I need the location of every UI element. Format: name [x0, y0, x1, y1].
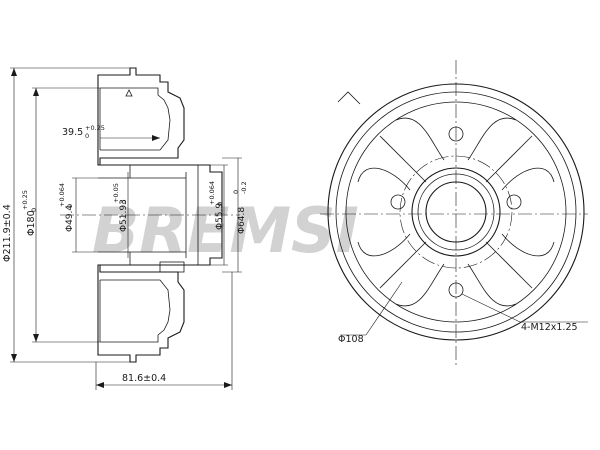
side-section-view: Φ211.9±0.4 Φ180 +0.25 0 39.5 +0.25 0 Φ49… [2, 67, 248, 390]
diag-line-1 [379, 135, 427, 183]
leader-bolt-circle [365, 281, 403, 336]
label-drum-diameter-tol-lower: 0 [30, 208, 38, 212]
front-view: Φ108 4-M12x1.25 [320, 60, 588, 365]
bolt-hole-top [448, 126, 464, 142]
label-bore-small-tol-upper: +0.064 [58, 183, 66, 207]
label-depth-tol-upper: +0.25 [85, 124, 105, 132]
bolt-hole-bottom [448, 282, 464, 298]
label-drum-diameter-tol-upper: +0.25 [21, 190, 29, 210]
bolt-hole-left [390, 194, 406, 210]
arrow-icon [11, 354, 17, 362]
section-mark-icon [337, 91, 361, 105]
label-bore-small: Φ49.4 [65, 205, 75, 232]
drum-inner-circle [345, 101, 567, 323]
drum-outer-circle [327, 83, 585, 341]
diag-line-4 [485, 241, 533, 289]
hub-bore-circle [425, 181, 487, 243]
arrow-icon [96, 382, 104, 388]
label-hub-diameter: Φ64.8 [237, 207, 247, 234]
wheel-stud [159, 261, 185, 273]
surface-mark-icon [125, 89, 133, 97]
label-bore-mid: Φ51.93 [119, 199, 129, 232]
drum-inner-top [100, 87, 171, 151]
label-bore-large-tol-upper: +0.064 [208, 181, 216, 205]
label-depth: 39.5 [62, 127, 83, 138]
label-overall-width: 81.6±0.4 [122, 373, 166, 384]
label-bore-large: Φ55.9 [215, 203, 225, 230]
bolt-hole-right [506, 194, 522, 210]
label-hub-diameter-tol-lower: -0.2 [240, 181, 248, 194]
watermark-logo: BREMSI [92, 194, 359, 267]
label-drum-diameter: Φ180 [26, 210, 37, 236]
drum-inner-bottom [100, 279, 171, 343]
arrow-icon [11, 68, 17, 76]
arrow-icon [33, 334, 39, 342]
hub-mid-circle [417, 173, 495, 251]
label-bolt-thread: 4-M12x1.25 [521, 322, 578, 333]
leader-bolt-thread [461, 293, 521, 323]
bolt-pattern-circle [399, 155, 513, 269]
label-bore-small-tol-lower: 0 [66, 204, 74, 208]
label-bore-mid-tol-upper: +0.05 [112, 183, 120, 203]
hub-outer-circle [411, 167, 501, 257]
drum-profile-bottom [97, 264, 185, 363]
drum-spoke-pattern [357, 117, 555, 307]
arrow-icon [152, 135, 160, 141]
label-hub-diameter-tol-upper: 0 [232, 190, 240, 194]
arrow-icon [33, 88, 39, 96]
drum-rim-circle [335, 91, 577, 333]
label-bore-mid-tol-lower: 0 [120, 200, 128, 204]
drum-profile-top [97, 67, 185, 166]
label-overall-diameter: Φ211.9±0.4 [2, 204, 13, 262]
label-bolt-circle: Φ108 [338, 334, 364, 345]
label-bore-large-tol-lower: 0 [216, 202, 224, 206]
arrow-icon [224, 382, 232, 388]
diag-line-2 [485, 135, 533, 183]
label-depth-tol-lower: 0 [85, 132, 89, 140]
diag-line-3 [379, 241, 427, 289]
